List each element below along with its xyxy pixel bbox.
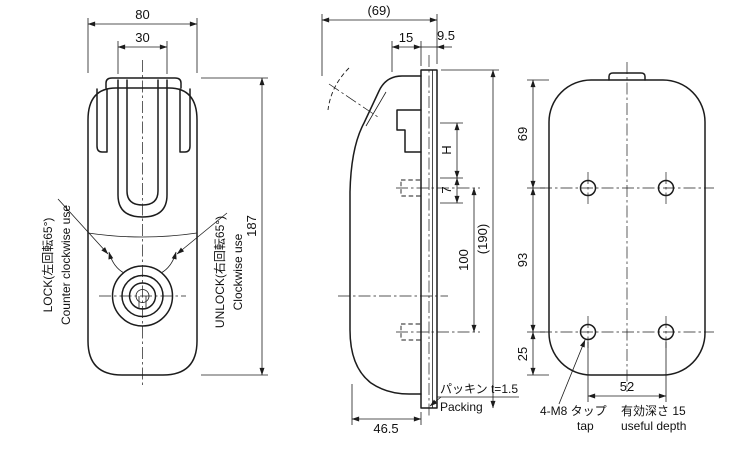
back-plate-outline bbox=[548, 79, 706, 376]
front-view bbox=[57, 60, 228, 388]
dim-text-46-5: 46.5 bbox=[373, 421, 398, 436]
back-top-tab bbox=[608, 72, 646, 81]
dim-text-7: 7 bbox=[439, 186, 454, 193]
back-view bbox=[540, 62, 714, 392]
cylinder-mid-circle bbox=[121, 274, 164, 318]
tap-hole-bottom-right bbox=[657, 323, 675, 341]
keyhole-circle bbox=[135, 289, 150, 303]
dim-text-25: 25 bbox=[515, 347, 530, 361]
dim-text-190-paren: (190) bbox=[475, 224, 490, 254]
tap-depth-en: useful depth bbox=[621, 419, 686, 433]
front-dimensions: 80 30 187 bbox=[87, 7, 268, 376]
side-view bbox=[327, 55, 480, 416]
tap-leader-line bbox=[558, 339, 586, 405]
front-labels: LOCK(左回転65°) Counter clockwise use UNLOC… bbox=[40, 205, 245, 328]
back-dimensions: 69 93 25 52 4-M8 タップ 有効深さ 15 tap useful … bbox=[515, 79, 686, 433]
dim-text-9-5: 9.5 bbox=[437, 28, 455, 43]
tap-depth-jp: 有効深さ 15 bbox=[621, 403, 686, 418]
grip-inner-outline bbox=[126, 79, 159, 206]
lock-label-en: Counter clockwise use bbox=[59, 205, 73, 325]
dim-text-100: 100 bbox=[456, 249, 471, 271]
latch-hook bbox=[396, 109, 422, 153]
side-body-profile bbox=[349, 75, 422, 395]
handle-right-notch bbox=[179, 88, 191, 153]
unlock-label-en: Clockwise use bbox=[231, 233, 245, 310]
cylinder-outer-circle bbox=[111, 265, 174, 327]
unlock-label-jp: UNLOCK(右回転65°) bbox=[212, 216, 227, 328]
packing-leader-line bbox=[429, 396, 442, 407]
lock-leader-line bbox=[57, 198, 109, 255]
tap-hole-top-right bbox=[657, 179, 675, 197]
tap-hole-top-left bbox=[579, 179, 597, 197]
lock-label-jp: LOCK(左回転65°) bbox=[40, 218, 55, 313]
keyhole-slot bbox=[138, 296, 147, 309]
dim-text-15: 15 bbox=[399, 30, 413, 45]
tap-hole-hidden-top bbox=[400, 179, 422, 197]
dim-text-69: 69 bbox=[515, 127, 530, 141]
tap-label-en: tap bbox=[577, 419, 594, 433]
cw-rotation-arrow bbox=[160, 251, 177, 274]
unlock-leader-line bbox=[176, 212, 228, 255]
packing-label-en: Packing bbox=[440, 400, 483, 414]
cylinder-inner-circle bbox=[128, 282, 157, 310]
dim-text-187: 187 bbox=[244, 215, 259, 237]
tap-hole-hidden-bottom bbox=[400, 323, 422, 341]
handle-left-notch bbox=[96, 88, 108, 153]
dim-text-h: H bbox=[439, 145, 454, 154]
dim-text-52: 52 bbox=[620, 379, 634, 394]
handle-edge-line bbox=[365, 91, 387, 127]
front-body-outline bbox=[87, 87, 198, 376]
dim-text-93: 93 bbox=[515, 253, 530, 267]
side-dimensions: (69) 15 9.5 H 7 100 (190) 46.5 パッキン t=1.… bbox=[321, 3, 519, 436]
handle-swing-axis bbox=[328, 83, 379, 118]
packing-label-jp: パッキン t=1.5 bbox=[440, 382, 518, 396]
tap-label-jp: 4-M8 タップ bbox=[540, 404, 607, 418]
ccw-rotation-arrow bbox=[108, 251, 125, 274]
dim-text-30: 30 bbox=[135, 30, 149, 45]
grip-outer-outline bbox=[117, 79, 168, 218]
dim-text-80: 80 bbox=[135, 7, 149, 22]
dim-text-69-paren: (69) bbox=[367, 3, 390, 18]
handle-phantom-arc bbox=[327, 67, 350, 111]
body-seam-line bbox=[87, 232, 198, 238]
handle-top-cap bbox=[105, 77, 182, 89]
mounting-plate bbox=[420, 69, 438, 409]
tap-hole-bottom-left bbox=[579, 323, 597, 341]
